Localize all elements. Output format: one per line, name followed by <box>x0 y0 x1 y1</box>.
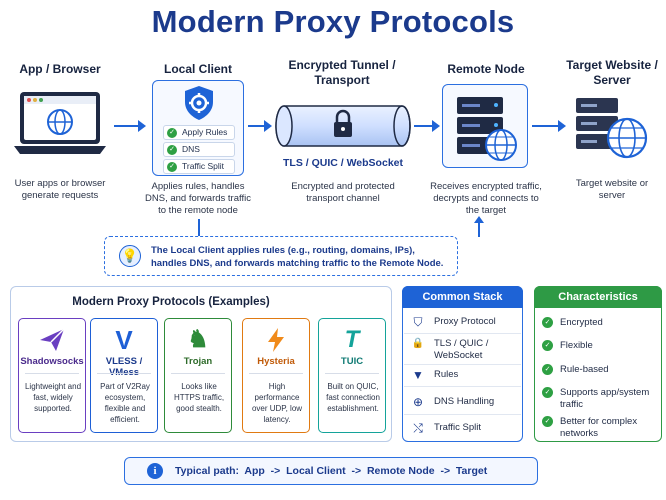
divider <box>404 364 521 365</box>
callout-box: 💡 The Local Client applies rules (e.g., … <box>104 236 458 276</box>
divider <box>97 373 151 374</box>
rule-item-dns: ✓DNS Handling <box>163 142 235 167</box>
v-logo-icon: V <box>115 325 133 355</box>
lightbulb-icon: 💡 <box>119 245 141 267</box>
protocols-section-title: Modern Proxy Protocols (Examples) <box>72 296 270 308</box>
flow-arrow <box>114 120 146 132</box>
stage-desc-target: Target website or server <box>575 178 649 201</box>
divider <box>404 386 521 387</box>
filter-icon: ▼ <box>412 368 424 382</box>
shield-gear-icon <box>183 85 215 121</box>
check-icon: ✓ <box>542 317 553 328</box>
rule-item-traffic-split: ✓Traffic Split <box>163 159 235 174</box>
protocol-card-vless: V VLESS / VMess Part of V2Ray ecosystem,… <box>90 318 158 433</box>
lock-icon: 🔒 <box>411 338 425 349</box>
check-icon: ✓ <box>167 128 177 138</box>
stage-desc-tunnel: Encrypted and protected transport channe… <box>291 181 395 204</box>
callout-text: The Local Client applies rules (e.g., ro… <box>151 245 444 269</box>
tunnel-pipe-icon <box>274 100 412 152</box>
check-icon: ✓ <box>167 162 177 172</box>
divider <box>404 414 521 415</box>
protocol-card-tuic: T TUIC Built on QUIC, fast connection es… <box>318 318 386 433</box>
typical-path-text: Typical path: App -> Local Client -> Rem… <box>175 465 488 477</box>
protocol-desc: Built on QUIC, fast connection establish… <box>326 382 380 413</box>
check-icon: ✓ <box>542 340 553 351</box>
stage-desc-local-client: Applies rules, handles DNS, and forwards… <box>145 181 251 216</box>
characteristics-panel <box>534 286 662 442</box>
remote-node-box <box>442 84 528 168</box>
callout-connector <box>198 219 200 237</box>
page-title: Modern Proxy Protocols <box>151 4 515 39</box>
info-icon: i <box>147 463 163 479</box>
protocol-card-trojan: ♞ Trojan Looks like HTTPS traffic, good … <box>164 318 232 433</box>
check-icon: ✓ <box>542 387 553 398</box>
stage-title-tunnel: Encrypted Tunnel / Transport <box>288 58 396 87</box>
protocol-name: TUIC <box>340 356 364 367</box>
shield-icon: ⛉ <box>413 315 423 329</box>
lightning-icon <box>243 327 309 359</box>
flow-arrow <box>248 120 272 132</box>
check-icon: ✓ <box>542 416 553 427</box>
arrow-up-icon <box>474 216 484 223</box>
divider <box>25 373 79 374</box>
divider <box>404 333 521 334</box>
protocol-card-hysteria: Hysteria High performance over UDP, low … <box>242 318 310 433</box>
stage-desc-app: User apps or browser generate requests <box>14 178 106 201</box>
callout-connector <box>478 222 480 237</box>
protocol-card-shadowsocks: Shadowsocks Lightweight and fast, widely… <box>18 318 86 433</box>
rule-item-apply-rules: ✓Apply Rules <box>163 125 235 140</box>
divider <box>171 373 225 374</box>
split-icon: ⤭ <box>413 421 423 435</box>
protocol-desc: Looks like HTTPS traffic, good stealth. <box>173 382 225 413</box>
stage-title-remote-node: Remote Node <box>447 62 525 76</box>
horse-icon: ♞ <box>187 326 209 353</box>
protocol-desc: High performance over UDP, low latency. <box>251 382 303 424</box>
protocol-name: Hysteria <box>257 356 295 367</box>
laptop-icon <box>14 90 106 160</box>
check-icon: ✓ <box>542 364 553 375</box>
characteristics-title: Characteristics <box>534 286 662 308</box>
t-logo-icon: T <box>344 326 360 353</box>
common-stack-title: Common Stack <box>402 286 523 308</box>
protocol-name: Trojan <box>183 356 213 367</box>
protocol-desc: Lightweight and fast, widely supported. <box>24 382 82 413</box>
stage-title-local-client: Local Client <box>163 62 232 76</box>
stage-title-app: App / Browser <box>19 62 101 76</box>
local-client-box: ✓Apply Rules ✓DNS Handling ✓Traffic Spli… <box>152 80 244 176</box>
flow-arrow <box>532 120 566 132</box>
check-icon: ✓ <box>167 145 177 155</box>
divider <box>249 373 303 374</box>
server-globe-icon <box>453 93 519 163</box>
paper-plane-icon <box>19 327 85 359</box>
target-server-icon <box>572 94 652 164</box>
protocol-name: VLESS / VMess <box>105 356 143 378</box>
tunnel-label: TLS / QUIC / WebSocket <box>283 157 403 169</box>
stage-desc-remote-node: Receives encrypted traffic, decrypts and… <box>430 181 542 216</box>
flow-arrow <box>414 120 440 132</box>
divider <box>325 373 379 374</box>
protocol-name: Shadowsocks <box>20 356 84 367</box>
stage-title-target: Target Website / Server <box>566 58 658 87</box>
typical-path-bar: i Typical path: App -> Local Client -> R… <box>124 457 538 485</box>
protocol-desc: Part of V2Ray ecosystem, flexible and ef… <box>100 382 150 424</box>
globe-icon: ⊕ <box>412 395 424 409</box>
